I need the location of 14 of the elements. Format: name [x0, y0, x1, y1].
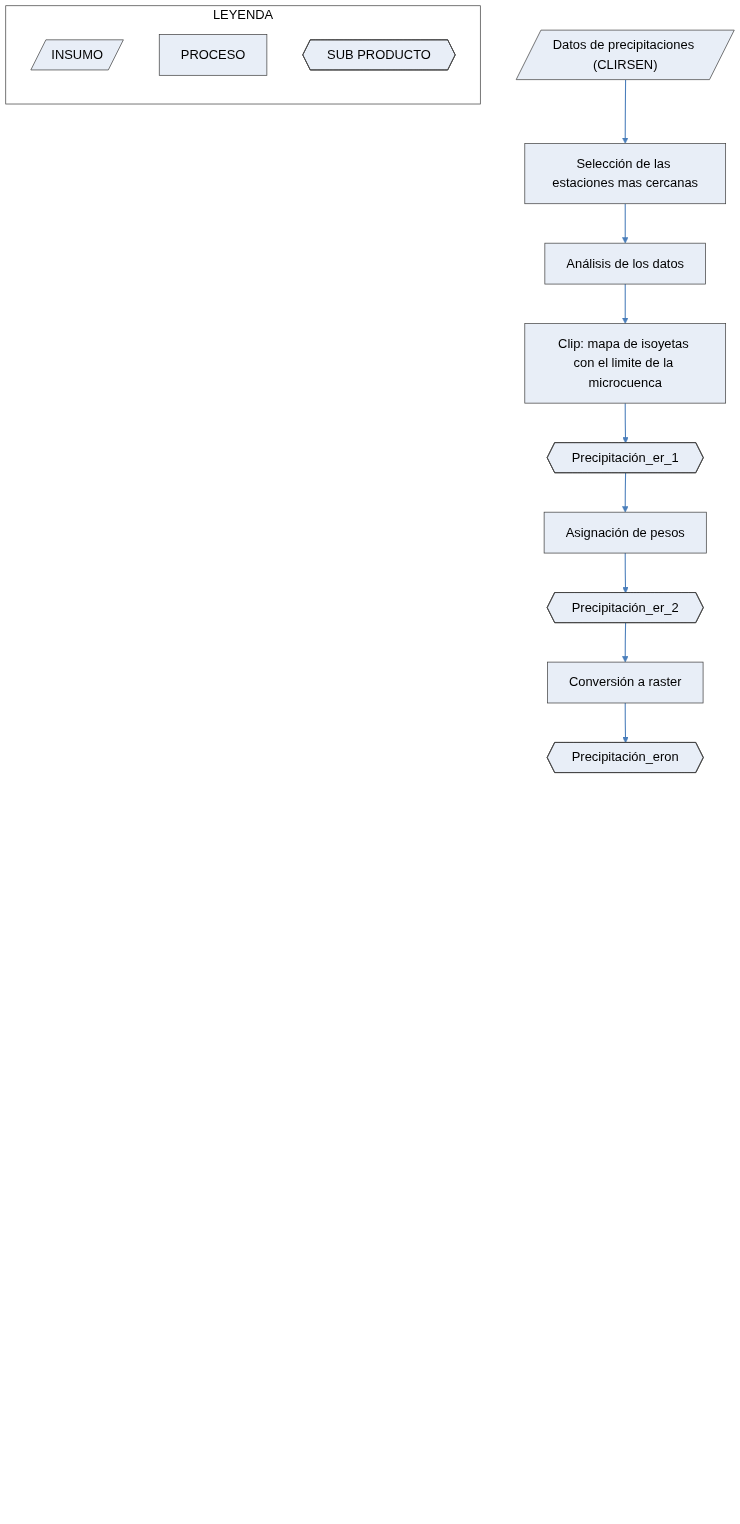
node-box: Asignación de pesos	[543, 511, 707, 554]
node-box: PROCESO	[158, 34, 268, 76]
node-box: Clip: mapa de isoyetas con el limite de la microcuenca	[524, 323, 726, 404]
arrow	[622, 552, 629, 594]
node-box: Análisis de los datos	[544, 242, 706, 285]
node-box: Conversión a raster	[547, 661, 704, 704]
arrow	[622, 622, 629, 663]
arrow	[622, 702, 629, 744]
arrow	[622, 203, 629, 244]
arrow	[622, 79, 629, 144]
node-box: Selección de las estaciones mas cercanas	[524, 143, 726, 205]
arrow	[622, 283, 629, 324]
arrow	[622, 402, 629, 444]
arrow	[622, 472, 629, 513]
